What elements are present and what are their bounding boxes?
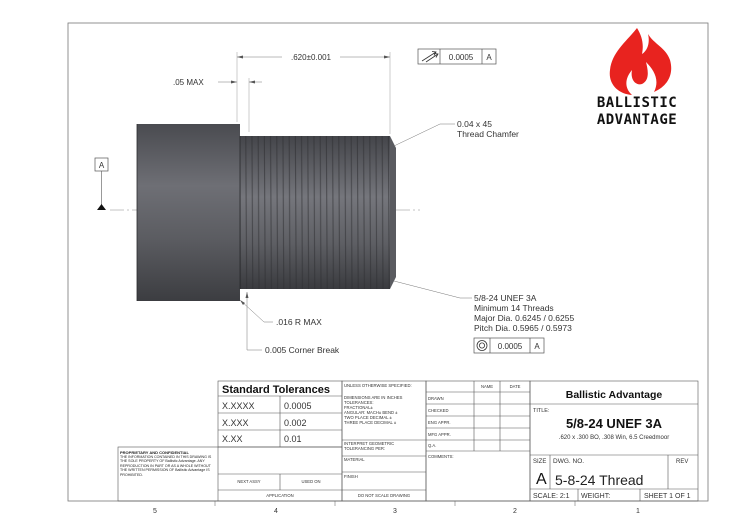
dwg-no-label: DWG. NO. (553, 458, 584, 465)
zone-3: 3 (393, 508, 397, 515)
date-header: DATE (510, 384, 521, 389)
dwg-no-value: 5-8-24 Thread (555, 472, 643, 488)
spec-column: UNLESS OTHERWISE SPECIFIED: DIMENSIONS A… (344, 383, 412, 498)
three-place-text: THREE PLACE DECIMAL ± (344, 420, 397, 425)
tol-key-1: X.XXXX (222, 401, 255, 411)
zone-1: 1 (636, 508, 640, 515)
approval-grid: NAME DATE DRAWN CHECKED ENG APPR. MFG AP… (428, 384, 521, 459)
shoulder-max-label: .05 MAX (173, 78, 204, 87)
thread-callout: 5/8-24 UNEF 3A Minimum 14 Threads Major … (393, 280, 574, 333)
datum-a: A (94, 157, 109, 210)
dim-shoulder-max: .05 MAX (173, 78, 262, 87)
zone-2: 2 (513, 508, 517, 515)
concentric-datum: A (534, 342, 540, 351)
usage-block: NEXT ASSY USED ON APPLICATION (237, 479, 320, 498)
tol-val-2: 0.002 (284, 418, 307, 428)
interpret-text: INTERPRET GEOMETRIC (344, 441, 394, 446)
overall-length-label: .620±0.001 (291, 53, 332, 62)
next-assy-label: NEXT ASSY (237, 479, 260, 484)
zone-4: 4 (274, 508, 278, 515)
zone-5: 5 (153, 508, 157, 515)
company-name: Ballistic Advantage (566, 389, 663, 401)
drawing-title: 5/8-24 UNEF 3A (566, 416, 663, 431)
mfg-appr-label: MFG APPR. (428, 432, 451, 437)
chamfer-line1: 0.04 x 45 (457, 119, 492, 129)
title-label: TITLE: (533, 408, 550, 414)
thread-line1: 5/8-24 UNEF 3A (474, 293, 537, 303)
thread-line3: Major Dia. 0.6245 / 0.6255 (474, 313, 574, 323)
datum-a-label: A (99, 161, 105, 170)
comments-label: COMMENTS: (428, 454, 454, 459)
chamfer-line2: Thread Chamfer (457, 129, 519, 139)
runout-value: 0.0005 (449, 53, 474, 62)
drawing-subtitle: .620 x .300 BO, .308 Win, 6.5 Creedmoor (559, 435, 669, 441)
rev-label: REV (676, 459, 688, 465)
used-on-label: USED ON (301, 479, 320, 484)
thread-line4: Pitch Dia. 0.5965 / 0.5973 (474, 323, 572, 333)
runout-datum: A (486, 53, 492, 62)
tolerancing-text: TOLERANCING PER: (344, 446, 385, 451)
fractional-text: FRACTIONAL± (344, 405, 374, 410)
tolerances-text: TOLERANCES: (344, 400, 373, 405)
sheet-label: SHEET 1 OF 1 (644, 493, 691, 500)
tolerances-title: Standard Tolerances (222, 384, 330, 396)
threaded-section (239, 136, 396, 289)
proprietary-body: THE INFORMATION CONTAINED IN THIS DRAWIN… (120, 455, 212, 477)
fcf-concentric: 0.0005 A (473, 337, 545, 354)
zone-ticks (214, 501, 576, 506)
checked-label: CHECKED (428, 408, 448, 413)
flame-logo (609, 28, 672, 95)
tol-key-3: X.XX (222, 434, 243, 444)
corner-break-label: 0.005 Corner Break (265, 345, 340, 355)
application-label: APPLICATION (266, 493, 293, 498)
tolerances-table: X.XXXX 0.0005 X.XXX 0.002 X.XX 0.01 (222, 401, 312, 444)
chamfer-note: 0.04 x 45 Thread Chamfer (393, 119, 519, 147)
qa-label: Q.A. (428, 443, 436, 448)
dims-in-text: DIMENSIONS ARE IN INCHES (344, 395, 403, 400)
corner-break-note: 0.005 Corner Break (245, 292, 340, 355)
concentric-value: 0.0005 (498, 342, 523, 351)
drawn-label: DRAWN (428, 396, 444, 401)
tol-key-2: X.XXX (222, 418, 249, 428)
brand-line1: BALLISTIC (597, 95, 677, 111)
two-place-text: TWO PLACE DECIMAL ± (344, 415, 392, 420)
unless-text: UNLESS OTHERWISE SPECIFIED: (344, 383, 412, 388)
name-header: NAME (481, 384, 493, 389)
tol-val-3: 0.01 (284, 434, 302, 444)
finish-text: FINISH (344, 474, 358, 479)
zone-labels: 5 4 3 2 1 (153, 508, 640, 515)
concentricity-icon (476, 340, 488, 351)
size-label: SIZE (533, 459, 546, 465)
eng-appr-label: ENG APPR. (428, 420, 451, 425)
brand-line2: ADVANTAGE (597, 112, 677, 128)
thread-line2: Minimum 14 Threads (474, 303, 554, 313)
shoulder-cylinder (137, 124, 240, 301)
size-value: A (536, 471, 547, 488)
proprietary-notice: PROPRIETARY AND CONFIDENTIAL THE INFORMA… (120, 450, 215, 477)
material-text: MATERIAL (344, 457, 365, 462)
extension-lines (236, 52, 391, 134)
dim-overall-length: .620±0.001 (237, 51, 390, 62)
runout-icon (421, 51, 439, 63)
weight-label: WEIGHT: (581, 493, 610, 500)
brand-logo: BALLISTIC ADVANTAGE (597, 28, 677, 128)
proprietary-title: PROPRIETARY AND CONFIDENTIAL (120, 450, 189, 455)
title-block-frame (117, 380, 699, 502)
scale-label: SCALE: 2:1 (533, 493, 570, 500)
angular-text: ANGULAR: MACH± BEND ± (344, 410, 398, 415)
radius-label: .016 R MAX (276, 317, 322, 327)
do-not-scale-text: DO NOT SCALE DRAWING (358, 493, 410, 498)
radius-note: .016 R MAX (239, 299, 322, 327)
tol-val-1: 0.0005 (284, 401, 312, 411)
fcf-runout: 0.0005 A (417, 48, 497, 65)
